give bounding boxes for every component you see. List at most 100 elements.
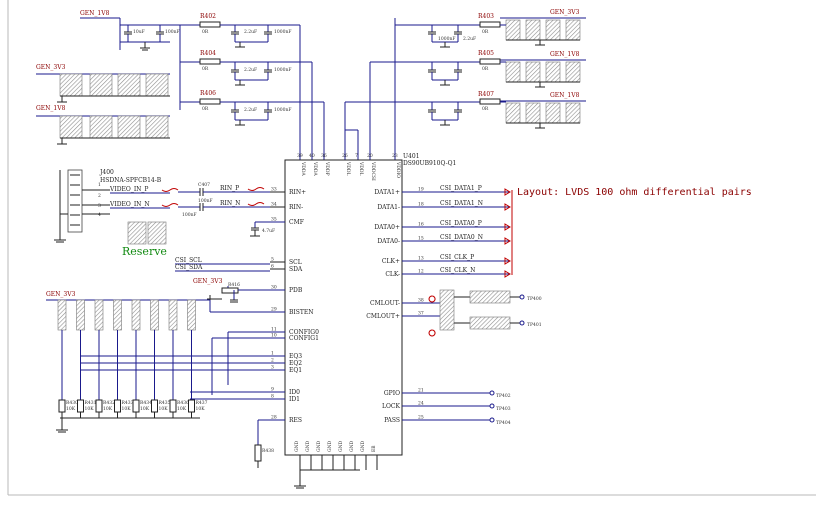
svg-text:1: 1 [98,182,101,188]
cap-value-2: 100nF [165,29,180,35]
resistor-value: 10K [140,406,150,412]
ic-pin-name: GND [316,440,322,452]
net-csi-data1-p: CSI_DATA1_P [440,185,482,192]
r403-value: 0R [482,29,489,35]
ic-pin-name: RIN- [289,204,303,211]
ic-pin-number: 5 [271,257,274,263]
pulldown-resistor [58,399,66,413]
svg-text:2: 2 [98,193,101,199]
net-csi-data1-n: CSI_DATA1_N [440,200,483,207]
ic-pin-number: 13 [418,256,424,262]
resistor-value: 10K [196,406,206,412]
ic-pin-number: 29 [271,307,277,313]
ic-pin-name: EQ1 [289,367,302,374]
svg-text:C407: C407 [198,182,210,188]
net-csi-data0-n: CSI_DATA0_N [440,234,483,241]
ic-pin-number: 6 [271,264,274,270]
net-video-in-n: VIDEO_IN_N [109,201,150,208]
ic-pin-name: SCL [289,259,302,266]
r402-label: R402 [200,13,216,20]
pullup-resistor-reserve [76,299,85,331]
c407-value: 100nF [198,198,213,204]
ic-pin-number: 39 [297,153,303,159]
ic-pin-name: RIN+ [289,189,306,196]
cap-value-9: 1000nF [438,36,455,42]
resistor-value: 10K [159,406,169,412]
ic-pin-number: 8 [271,394,274,400]
ic-pin-number: 2 [271,358,274,364]
ic-ref: U401 [403,153,420,160]
r407-value: 0R [482,106,489,112]
resistor-ref: R433 [122,400,134,406]
svg-text:3: 3 [98,203,101,209]
pulldown-resistor [77,399,84,413]
ic-pin-name: LOCK [382,403,400,410]
ic-pin-name: CLK- [385,271,400,278]
ic-pin-number: 35 [271,217,277,223]
ic-top-pins: 39VDDA40VDDA36VDDP26VDDL7VDDL20VDDCSI23V… [297,153,401,181]
r404-label: R404 [200,50,216,57]
ic-pin-name: GND [349,440,355,452]
power-section-top-left: GEN_1V8 10uF 100nF R402 0R 2.2uF 1000nF [80,10,324,126]
ic-pin-name: GND [294,440,300,452]
tp401-label: TP401 [527,322,542,328]
ic-pin-name: GND [327,440,333,452]
ic-pin-name: RES [289,417,302,424]
cap-value-5: 2.2uF [244,67,257,73]
cap-value-6: 1000nF [274,67,291,73]
ic-pin-number: 30 [271,285,277,291]
pullup-resistor-reserve [131,299,141,331]
layout-annotation: Layout: LVDS 100 ohm differential pairs [517,187,752,198]
net-gen-3v3-bl: GEN_3V3 [46,291,76,298]
ic-pin-name: EB [371,445,377,452]
ic-pin-number: 37 [418,311,424,317]
r407-label: R407 [478,91,494,98]
ic-pin-number: 10 [271,333,277,339]
ic-pin-number: 36 [321,153,327,159]
ic-pin-name: EQ2 [289,360,302,367]
resistor-ref: R430 [66,400,78,406]
pull-resistors: GEN_3V3 R43010KR43110KR43210KR43310KR434… [46,291,210,433]
ic-pin-name: DATA0+ [374,224,400,231]
tp404-label: TP404 [496,420,511,426]
net-csi-sda: CSI_SDA [175,264,203,271]
ic-pin-name: VDDP [324,161,330,176]
ic-pin-number: 33 [271,187,277,193]
ic-pin-name: DATA0- [377,238,400,245]
pullup-resistor-reserve [187,299,196,331]
cap-value-7: 2.2uF [244,107,257,113]
ic-pin-name: ID0 [289,389,300,396]
ic-pin-name: CMLOUT+ [366,313,400,320]
ic-pin-number: 3 [271,365,274,371]
cmlout-section: TP400 TP401 [402,289,542,337]
ic-pin-name: PASS [384,417,400,424]
net-csi-data0-p: CSI_DATA0_P [440,220,482,227]
pulldown-resistor [151,399,158,413]
resistor-ref: R436 [177,400,189,406]
ic-pin-number: 34 [271,202,277,208]
ic-pin-name: GPIO [384,390,400,397]
resistor-value: 10K [177,406,187,412]
resistor-value: 10K [122,406,132,412]
c409-value: 4.7uF [262,228,275,234]
pull-res-group: R43010KR43110KR43210KR43310KR43410KR4351… [58,330,208,418]
r402-value: 0R [202,29,209,35]
ic-pin-name: GND [305,440,311,452]
r404-value: 0R [202,66,209,72]
tp403-label: TP403 [496,406,511,412]
net-csi-clk-n: CSI_CLK_N [440,267,475,274]
config-wires: R438 [80,300,285,468]
net-rin-p: RIN_P [220,185,239,192]
ic-pin-number: 7 [355,153,358,159]
net-video-in-p: VIDEO_IN_P [109,186,148,193]
ic-pin-name: VDDA [312,161,318,176]
net-gen-1v8-tr1: GEN_1V8 [550,51,580,58]
ic-pin-name: EQ3 [289,353,302,360]
ic-pin-name: SDA [289,266,303,273]
resistor-value: 10K [66,406,76,412]
output-nets: CSI_DATA1_P CSI_DATA1_N CSI_DATA0_P CSI_… [402,185,752,278]
pulldown-resistor [169,399,177,413]
ic-pin-number: 40 [309,153,315,159]
ic-pin-number: 18 [418,202,424,208]
ic-pin-number: 26 [342,153,348,159]
